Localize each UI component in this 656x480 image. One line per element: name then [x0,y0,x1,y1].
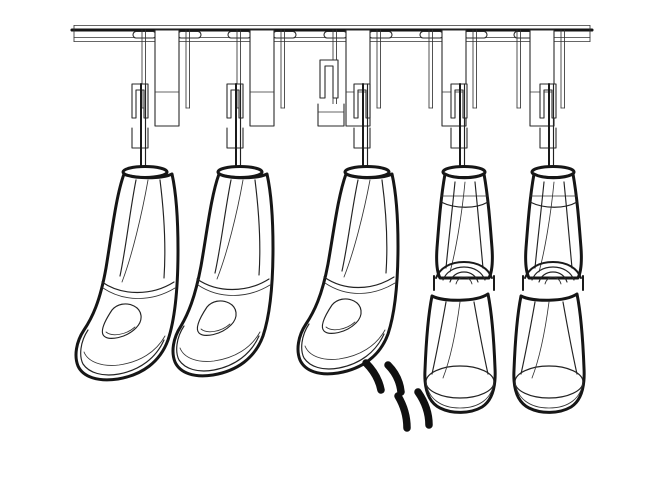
rod-clip-1 [131,83,149,177]
rod-clip-5 [539,83,557,177]
boot-last-4 [423,165,497,414]
swing-motion-arcs-group-a [362,359,405,396]
hanger-2 [236,29,286,127]
boot-last-2 [171,165,275,378]
rod-clip-2 [226,83,244,177]
hanger-1 [141,29,191,127]
suspension-rods [131,83,557,177]
rod-clip-3 [353,83,371,177]
boot-last-5 [512,165,586,414]
boot-last-3 [296,165,400,376]
boot-last-1 [74,165,180,382]
hanger-carriers [141,29,566,127]
swing-motion-arcs-group-b [394,388,433,432]
hanger-3-open-clip [317,59,345,127]
overhead-conveyor-rail [70,25,594,42]
rod-clip-4 [450,83,468,177]
